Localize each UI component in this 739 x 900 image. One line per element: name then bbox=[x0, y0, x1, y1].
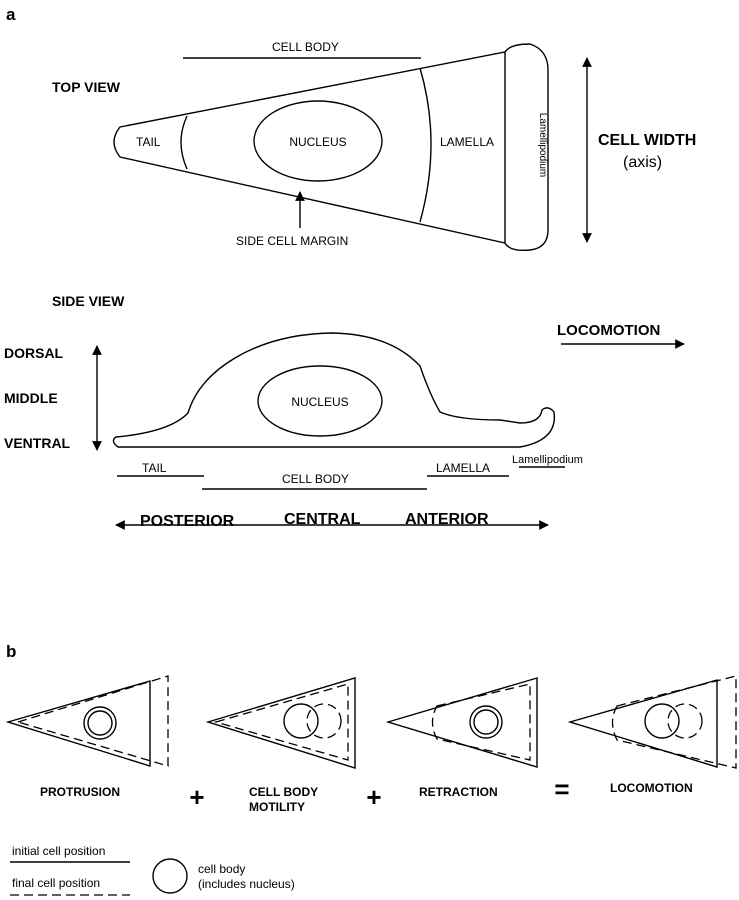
operator-plus-1: + bbox=[189, 782, 204, 812]
legend-final-label: final cell position bbox=[12, 876, 100, 890]
lamella-boundary bbox=[419, 67, 432, 223]
side-view-title: SIDE VIEW bbox=[52, 293, 125, 309]
cell-body-motility-cell bbox=[205, 677, 356, 769]
top-lamellipodium-outline bbox=[504, 43, 549, 252]
central-label: CENTRAL bbox=[284, 511, 361, 528]
text-line: PROTRUSION bbox=[40, 785, 120, 799]
top-tail-label: TAIL bbox=[136, 135, 161, 149]
locomotion-cell bbox=[567, 675, 737, 769]
step-label-protrusion: PROTRUSION bbox=[40, 785, 120, 799]
text-line: MOTILITY bbox=[249, 800, 305, 814]
top-view-title: TOP VIEW bbox=[52, 79, 121, 95]
side-tail-label: TAIL bbox=[142, 461, 167, 475]
locomotion-label: LOCOMOTION bbox=[557, 322, 660, 339]
side-cell-outline bbox=[112, 332, 556, 448]
panel-a-label: a bbox=[6, 5, 16, 24]
cell-width-axis-label: (axis) bbox=[623, 154, 662, 171]
tail-boundary bbox=[180, 115, 188, 170]
text-line: (includes nucleus) bbox=[198, 877, 295, 891]
operator-plus-2: + bbox=[366, 782, 381, 812]
top-lamellipodium-label: Lamellipodium bbox=[537, 113, 548, 177]
side-view: SIDE VIEW LOCOMOTION DORSAL MIDDLE VENTR… bbox=[4, 293, 685, 530]
side-lamella-label: LAMELLA bbox=[436, 461, 490, 475]
legend-initial-label: initial cell position bbox=[12, 844, 105, 858]
top-nucleus bbox=[253, 100, 383, 182]
top-view: TOP VIEW CELL BODY TAIL NUCLEUS LAMELLA … bbox=[52, 40, 696, 252]
top-nucleus-label: NUCLEUS bbox=[289, 135, 346, 149]
retraction-cell bbox=[385, 677, 538, 768]
posterior-label: POSTERIOR bbox=[140, 513, 235, 530]
text-line: cell body bbox=[198, 862, 245, 876]
text-line: RETRACTION bbox=[419, 785, 498, 799]
anterior-label: ANTERIOR bbox=[405, 511, 489, 528]
text-line: LOCOMOTION bbox=[610, 781, 693, 795]
top-cell-body-label: CELL BODY bbox=[272, 40, 339, 54]
side-cell-body-label: CELL BODY bbox=[282, 472, 349, 486]
panel-b-label: b bbox=[6, 642, 16, 661]
top-lamella-label: LAMELLA bbox=[440, 135, 494, 149]
side-lamellipodium-label: Lamellipodium bbox=[512, 454, 583, 466]
middle-label: MIDDLE bbox=[4, 390, 58, 406]
step-label-locomotion: LOCOMOTION bbox=[610, 781, 693, 795]
side-nucleus-label: NUCLEUS bbox=[291, 395, 348, 409]
legend-cell-body-circle bbox=[152, 858, 188, 894]
operator-equals: = bbox=[554, 774, 569, 804]
dorsal-label: DORSAL bbox=[4, 345, 64, 361]
top-cell-outline bbox=[113, 51, 506, 244]
text-line: CELL BODY bbox=[249, 785, 318, 799]
side-cell-margin-label: SIDE CELL MARGIN bbox=[236, 234, 348, 248]
legend-cell-body-label: cell body(includes nucleus) bbox=[198, 862, 295, 891]
ventral-label: VENTRAL bbox=[4, 435, 71, 451]
cell-width-label: CELL WIDTH bbox=[598, 132, 696, 149]
step-label-retraction: RETRACTION bbox=[419, 785, 498, 799]
side-nucleus bbox=[257, 365, 383, 437]
protrusion-cell bbox=[5, 675, 169, 767]
legend: initial cell position final cell positio… bbox=[10, 844, 295, 896]
